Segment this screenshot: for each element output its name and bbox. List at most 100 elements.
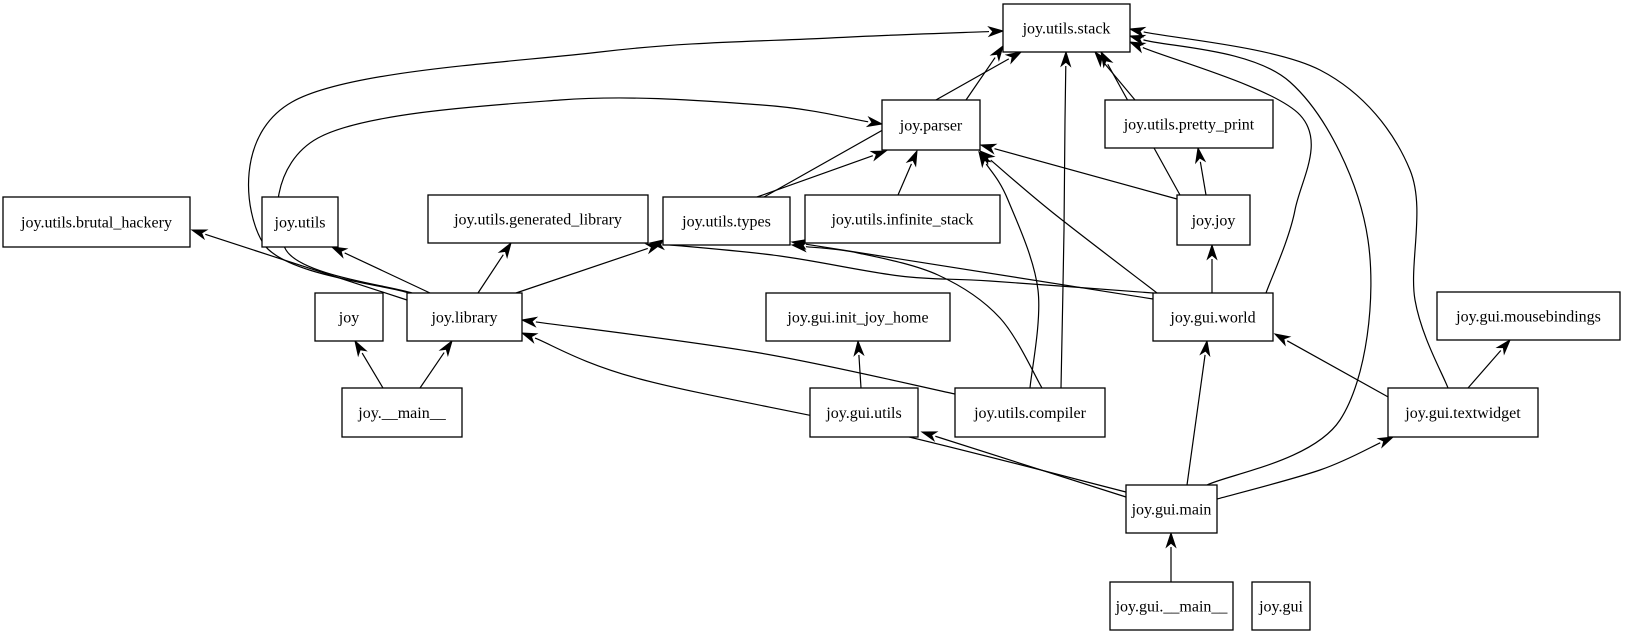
node-label-joy.gui.main: joy.gui.main — [1131, 502, 1212, 519]
graph-node-joy: joy — [314, 292, 384, 342]
edge-joy.gui.main->joy.gui.textwidget — [1216, 442, 1381, 500]
edge-joy.parser->joy.utils.stack — [965, 57, 996, 101]
arrowhead-joy.utils.types->joy.parser — [869, 150, 888, 162]
edge-joy.library->joy.parser — [276, 97, 869, 294]
edge-joy.library->joy.utils.types — [515, 247, 648, 294]
edge-joy.joy->joy.parser — [994, 148, 1178, 200]
arrowhead-joy.gui.main->joy.gui.world — [1199, 339, 1211, 358]
nodes-layer: joy.utils.stack joy.parser joy.utils.prett… — [2, 3, 1621, 631]
node-box-joy.utils.brutal_hackery — [2, 196, 191, 248]
arrowhead-joy.gui.world->joy.utils.types — [790, 238, 809, 250]
edge-joy.utils.compiler->joy.library — [535, 321, 956, 395]
edge-joy.gui.main->joy.gui.world — [1186, 354, 1206, 486]
arrowhead-joy.library->joy.utils.generated_library — [497, 241, 512, 260]
node-box-joy.library — [406, 292, 523, 342]
graph-node-joy.utils.infinite_stack: joy.utils.infinite_stack — [804, 194, 1001, 244]
edge-joy.gui.utils->joy.gui.init_joy_home — [858, 354, 862, 389]
arrowhead-joy.__main__->joy.library — [438, 339, 453, 358]
node-box-joy.gui.utils — [809, 387, 919, 438]
arrowhead-joy.library->joy.parser — [865, 116, 884, 128]
node-label-joy.utils.stack: joy.utils.stack — [1022, 21, 1111, 38]
graph-node-joy.utils.pretty_print: joy.utils.pretty_print — [1104, 99, 1274, 149]
node-label-joy.gui.init_joy_home: joy.gui.init_joy_home — [786, 310, 928, 327]
arrowhead-joy.parser->joy.utils.stack — [989, 44, 1004, 62]
edge-joy.gui.main->joy.gui.utils — [935, 435, 1127, 498]
arrowhead-joy.joy->joy.parser — [979, 143, 998, 155]
node-box-joy.gui — [1251, 581, 1311, 631]
node-label-joy.gui.utils: joy.gui.utils — [825, 405, 901, 422]
node-box-joy.utils.compiler — [954, 387, 1106, 438]
arrowhead-joy.library->joy.utils.brutal_hackery — [190, 229, 209, 241]
node-box-joy.utils.pretty_print — [1104, 99, 1274, 149]
edge-joy.gui.world->joy.utils.generated_library — [663, 243, 1154, 294]
node-label-joy.utils.generated_library: joy.utils.generated_library — [453, 212, 622, 229]
graph-node-joy.gui.utils: joy.gui.utils — [809, 387, 919, 438]
edge-joy.utils.pretty_print->joy.utils.stack — [1103, 62, 1136, 101]
arrowhead-joy.gui.world->joy.joy — [1206, 243, 1218, 261]
edge-joy.utils.infinite_stack->joy.parser — [897, 163, 913, 196]
node-box-joy.gui.init_joy_home — [765, 292, 951, 342]
node-label-joy.gui.textwidget: joy.gui.textwidget — [1404, 405, 1521, 422]
arrowhead-joy.utils.compiler->joy.library — [520, 316, 539, 328]
arrowhead-joy.joy->joy.utils.stack — [1100, 50, 1114, 69]
arrowhead-joy.gui.main->joy.gui.textwidget — [1376, 436, 1395, 449]
node-label-joy.parser: joy.parser — [899, 118, 963, 135]
node-box-joy.parser — [881, 99, 981, 151]
graph-node-joy.utils.stack: joy.utils.stack — [1002, 3, 1131, 53]
graph-node-joy.gui.textwidget: joy.gui.textwidget — [1387, 387, 1539, 438]
edge-joy.library->joy.utils.stack — [247, 30, 990, 294]
graph-node-joy.gui.main: joy.gui.main — [1125, 484, 1218, 534]
node-label-joy.utils.pretty_print: joy.utils.pretty_print — [1123, 117, 1255, 134]
edge-joy.gui.textwidget->joy.gui.mousebindings — [1467, 350, 1502, 389]
node-box-joy.gui.textwidget — [1387, 387, 1539, 438]
arrowhead-joy.gui.world->joy.utils.generated_library — [648, 238, 667, 251]
graph-node-joy.joy: joy.joy — [1176, 194, 1251, 246]
edge-joy.gui.textwidget->joy.utils.stack — [1143, 31, 1449, 389]
arrowhead-joy.gui.utils->joy.gui.init_joy_home — [853, 339, 865, 357]
edge-joy.gui.main->joy.utils.stack — [1143, 39, 1372, 486]
graph-node-joy.utils.brutal_hackery: joy.utils.brutal_hackery — [2, 196, 191, 248]
edge-joy.library->joy.utils — [344, 252, 431, 294]
node-box-joy.gui.world — [1152, 292, 1274, 342]
node-label-joy.gui.mousebindings: joy.gui.mousebindings — [1455, 309, 1601, 326]
graph-node-joy.utils.compiler: joy.utils.compiler — [954, 387, 1106, 438]
node-box-joy.utils.stack — [1002, 3, 1131, 53]
node-box-joy.utils.generated_library — [427, 194, 649, 244]
edge-joy.__main__->joy — [361, 352, 384, 389]
node-box-joy.gui.main — [1125, 484, 1218, 534]
arrowhead-joy.utils.compiler->joy.utils.stack — [1060, 50, 1072, 68]
edge-joy.gui.world->joy.utils.stack — [1142, 46, 1312, 294]
graph-node-joy.__main__: joy.__main__ — [341, 387, 463, 438]
graph-node-joy.utils.generated_library: joy.utils.generated_library — [427, 194, 649, 244]
edge-joy.utils.compiler->joy.utils.stack — [1060, 65, 1067, 389]
arrowhead-joy.gui.textwidget->joy.utils.stack — [1128, 26, 1147, 38]
node-box-joy — [314, 292, 384, 342]
graph-node-joy.library: joy.library — [406, 292, 523, 342]
arrowhead-joy.gui.world->joy.utils.stack — [1128, 41, 1147, 54]
arrowhead-joy.gui.textwidget->joy.gui.mousebindings — [1495, 338, 1512, 356]
edge-joy.joy->joy.utils.pretty_print — [1199, 161, 1207, 196]
graph-node-joy.gui.world: joy.gui.world — [1152, 292, 1274, 342]
edges-layer — [190, 26, 1512, 582]
node-label-joy.utils.compiler: joy.utils.compiler — [973, 405, 1087, 422]
edge-joy.gui.world->joy.parser — [990, 159, 1158, 294]
node-label-joy.gui.world: joy.gui.world — [1169, 310, 1255, 327]
node-box-joy.utils.types — [662, 196, 791, 246]
edge-joy.utils.compiler->joy.parser — [985, 163, 1040, 389]
node-label-joy.__main__: joy.__main__ — [357, 405, 446, 422]
edge-joy.gui.world->joy.utils.types — [805, 243, 1154, 300]
arrowhead-joy.library->joy.utils.stack — [987, 26, 1005, 38]
arrowhead-joy.library->joy.utils — [330, 246, 349, 259]
graph-node-joy.utils.types: joy.utils.types — [662, 196, 791, 246]
edge-joy.library->joy.utils.generated_library — [477, 254, 504, 294]
node-label-joy: joy — [338, 310, 359, 327]
node-label-joy.gui.__main__: joy.gui.__main__ — [1115, 599, 1229, 616]
node-label-joy.utils.types: joy.utils.types — [681, 214, 771, 231]
arrowhead-joy.__main__->joy — [354, 339, 368, 358]
arrowhead-joy.gui.main->joy.library — [520, 332, 539, 344]
node-label-joy.library: joy.library — [430, 310, 497, 327]
node-box-joy.gui.mousebindings — [1436, 291, 1621, 341]
node-label-joy.gui: joy.gui — [1258, 599, 1303, 616]
